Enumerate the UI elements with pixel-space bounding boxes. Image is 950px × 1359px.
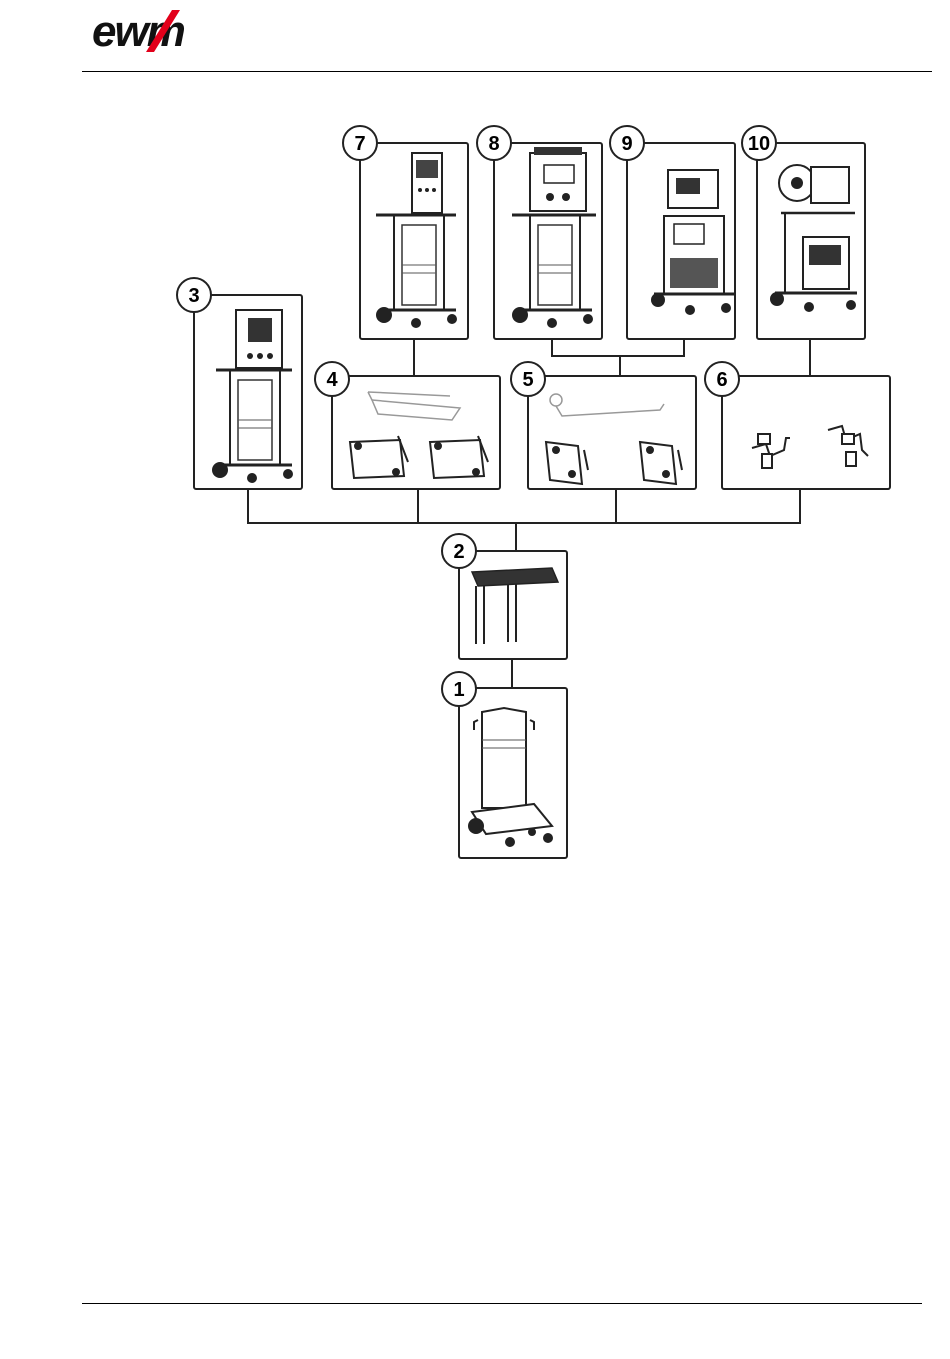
component-1: 1 (442, 672, 567, 858)
badge-label: 6 (716, 369, 727, 391)
component-2: 2 (442, 534, 567, 659)
component-6: 6 (705, 362, 890, 489)
badge-label: 3 (188, 285, 199, 307)
component-5: 5 (511, 362, 696, 489)
badge-label: 8 (488, 133, 499, 155)
badge-label: 4 (326, 369, 338, 391)
badge-label: 2 (453, 541, 464, 563)
badge-label: 9 (621, 133, 632, 155)
badge-label: 7 (354, 133, 365, 155)
component-8: 8 (477, 126, 602, 339)
badge-label: 10 (748, 133, 770, 155)
component-10: 10 (742, 126, 865, 339)
badge-label: 1 (453, 679, 464, 701)
component-3: 3 (177, 278, 302, 489)
component-9: 9 (610, 126, 736, 339)
badge-label: 5 (522, 369, 533, 391)
component-4: 4 (315, 362, 500, 489)
component-7: 7 (343, 126, 468, 339)
